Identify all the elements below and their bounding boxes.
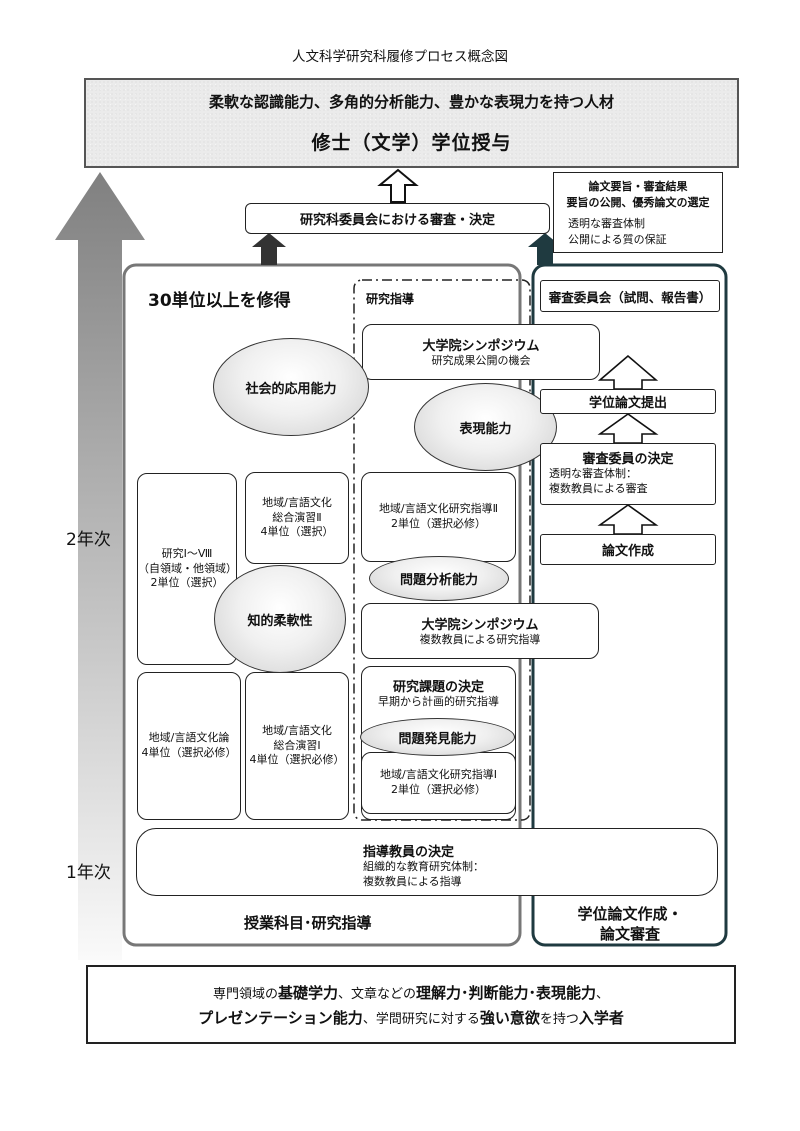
symposium-1-title: 大学院シンポジウム [422, 339, 540, 355]
advisor-decision-box: 指導教員の決定 組織的な教育研究体制： 複数教員による指導 [136, 828, 718, 896]
advisor-line2: 複数教員による指導 [363, 874, 462, 888]
guidance-1-box: 地域/言語文化研究指導Ⅰ 2単位（選択必修） [361, 752, 516, 814]
top-banner-line2: 修士（文学）学位授与 [311, 132, 512, 154]
entry-line2-b: 、学問研究に対する [362, 1011, 480, 1027]
seminar-1-line1: 地域/言語文化 [262, 723, 332, 737]
thesis-writing-box: 論文作成 [540, 534, 716, 565]
culture-theory-box: 地域/言語文化論 4単位（選択必修） [137, 672, 241, 820]
ability-social: 社会的応用能力 [213, 338, 369, 436]
entry-line1-c: 、文章などの [337, 986, 416, 1002]
thesis-arrow-1 [597, 354, 659, 390]
seminar-2-line3: 4単位（選択） [260, 525, 334, 539]
seminar-2-line1: 地域/言語文化 [262, 495, 332, 509]
courses-footer: 授業科目･研究指導 [244, 914, 372, 932]
entry-line1-b: 基礎学力 [277, 983, 338, 1002]
culture-theory-line2: 4単位（選択必修） [141, 746, 237, 759]
symposium-1-sub: 研究成果公開の機会 [431, 354, 531, 368]
seminar-2-box: 地域/言語文化 総合演習Ⅱ 4単位（選択） [245, 472, 349, 564]
entry-line1-d: 理解力･判断能力･表現能力 [416, 983, 597, 1002]
thesis-arrow-2 [597, 413, 659, 444]
reviewer-decision-line2: 複数教員による審査 [549, 481, 648, 495]
symposium-2-sub: 複数教員による研究指導 [419, 633, 541, 647]
seminar-1-box: 地域/言語文化 総合演習Ⅰ 4単位（選択必修） [245, 672, 349, 820]
reviewer-decision-line1: 透明な審査体制： [549, 467, 637, 480]
entry-line2-d: を持つ [539, 1011, 579, 1027]
seminar-2-line2: 総合演習Ⅱ [272, 510, 322, 524]
review-committee-box: 審査委員会（試問、報告書） [540, 280, 720, 312]
progress-arrow [55, 172, 145, 960]
reviewer-decision-box: 審査委員の決定 透明な審査体制： 複数教員による審査 [540, 443, 716, 505]
public-line1: 論文要旨・審査結果 [588, 180, 688, 193]
ability-discovery: 問題発見能力 [360, 718, 515, 756]
thesis-arrow-3 [597, 504, 659, 535]
up-arrow-left [252, 233, 286, 265]
thesis-footer-line2: 論文審査 [599, 924, 660, 943]
entry-line1-e: 、 [596, 986, 610, 1002]
year2-label: 2年次 [66, 530, 111, 550]
theme-decision-title: 研究課題の決定 [392, 680, 484, 695]
guidance-1-line2: 2単位（選択必修） [391, 783, 486, 796]
public-info-box: 論文要旨・審査結果 要旨の公開、優秀論文の選定 透明な審査体制 公開による質の保… [553, 172, 723, 253]
seminar-1-line3: 4単位（選択必修） [249, 753, 345, 767]
entry-box: 専門領域の基礎学力、文章などの理解力･判断能力･表現能力、 プレゼンテーション能… [86, 965, 736, 1044]
thesis-footer-line1: 学位論文作成・ [577, 905, 683, 923]
public-line4: 公開による質の保証 [568, 233, 667, 246]
courses-heading: 30単位以上を修得 [148, 291, 291, 311]
advisor-title: 指導教員の決定 [363, 845, 455, 860]
public-line3: 透明な審査体制 [568, 217, 645, 230]
guidance-2-line2: 2単位（選択必修） [391, 517, 486, 530]
ability-flexibility: 知的柔軟性 [214, 565, 346, 673]
ability-expression: 表現能力 [414, 383, 557, 471]
entry-line2-e: 入学者 [578, 1008, 624, 1027]
advisor-line1: 組織的な教育研究体制： [363, 860, 484, 873]
ability-analysis: 問題分析能力 [369, 556, 509, 601]
thesis-submission-box: 学位論文提出 [540, 389, 716, 414]
top-banner-line1: 柔軟な認識能力、多角的分析能力、豊かな表現力を持つ人材 [208, 93, 614, 111]
theme-decision-sub: 早期から計画的研究指導 [378, 695, 499, 708]
up-arrow-hollow [377, 168, 419, 203]
research-1-8-line3: 2単位（選択） [150, 576, 224, 590]
year1-label: 1年次 [66, 863, 111, 883]
guidance-heading: 研究指導 [366, 292, 415, 306]
research-1-8-line1: 研究Ⅰ～Ⅷ [161, 546, 213, 560]
top-banner: 柔軟な認識能力、多角的分析能力、豊かな表現力を持つ人材 修士（文学）学位授与 [84, 78, 739, 168]
research-1-8-box: 研究Ⅰ～Ⅷ （自領域・他領域） 2単位（選択） [137, 473, 237, 665]
entry-line1: 専門領域の基礎学力、文章などの理解力･判断能力･表現能力、 [213, 982, 609, 1003]
entry-line2: プレゼンテーション能力、学問研究に対する強い意欲を持つ入学者 [198, 1007, 624, 1028]
guidance-2-box: 地域/言語文化研究指導Ⅱ 2単位（選択必修） [361, 472, 516, 562]
reviewer-decision-title: 審査委員の決定 [582, 452, 674, 467]
guidance-1-line1: 地域/言語文化研究指導Ⅰ [380, 768, 497, 782]
symposium-1-box: 大学院シンポジウム 研究成果公開の機会 [362, 324, 600, 380]
committee-review-box: 研究科委員会における審査・決定 [245, 203, 550, 234]
public-line2: 要旨の公開、優秀論文の選定 [566, 196, 710, 209]
guidance-frame [353, 279, 531, 821]
symposium-2-title: 大学院シンポジウム [421, 618, 539, 634]
page-title: 人文科学研究科履修プロセス概念図 [292, 49, 508, 65]
entry-line2-a: プレゼンテーション能力 [198, 1008, 363, 1027]
guidance-2-line1: 地域/言語文化研究指導Ⅱ [378, 502, 499, 516]
culture-theory-line1: 地域/言語文化論 [148, 731, 230, 745]
seminar-1-line2: 総合演習Ⅰ [273, 738, 321, 752]
thesis-footer: 学位論文作成・ 論文審査 [540, 905, 720, 944]
entry-line2-c: 強い意欲 [479, 1008, 540, 1027]
research-1-8-line2: （自領域・他領域） [138, 561, 237, 575]
symposium-2-box: 大学院シンポジウム 複数教員による研究指導 [361, 603, 599, 659]
entry-line1-a: 専門領域の [212, 986, 278, 1002]
